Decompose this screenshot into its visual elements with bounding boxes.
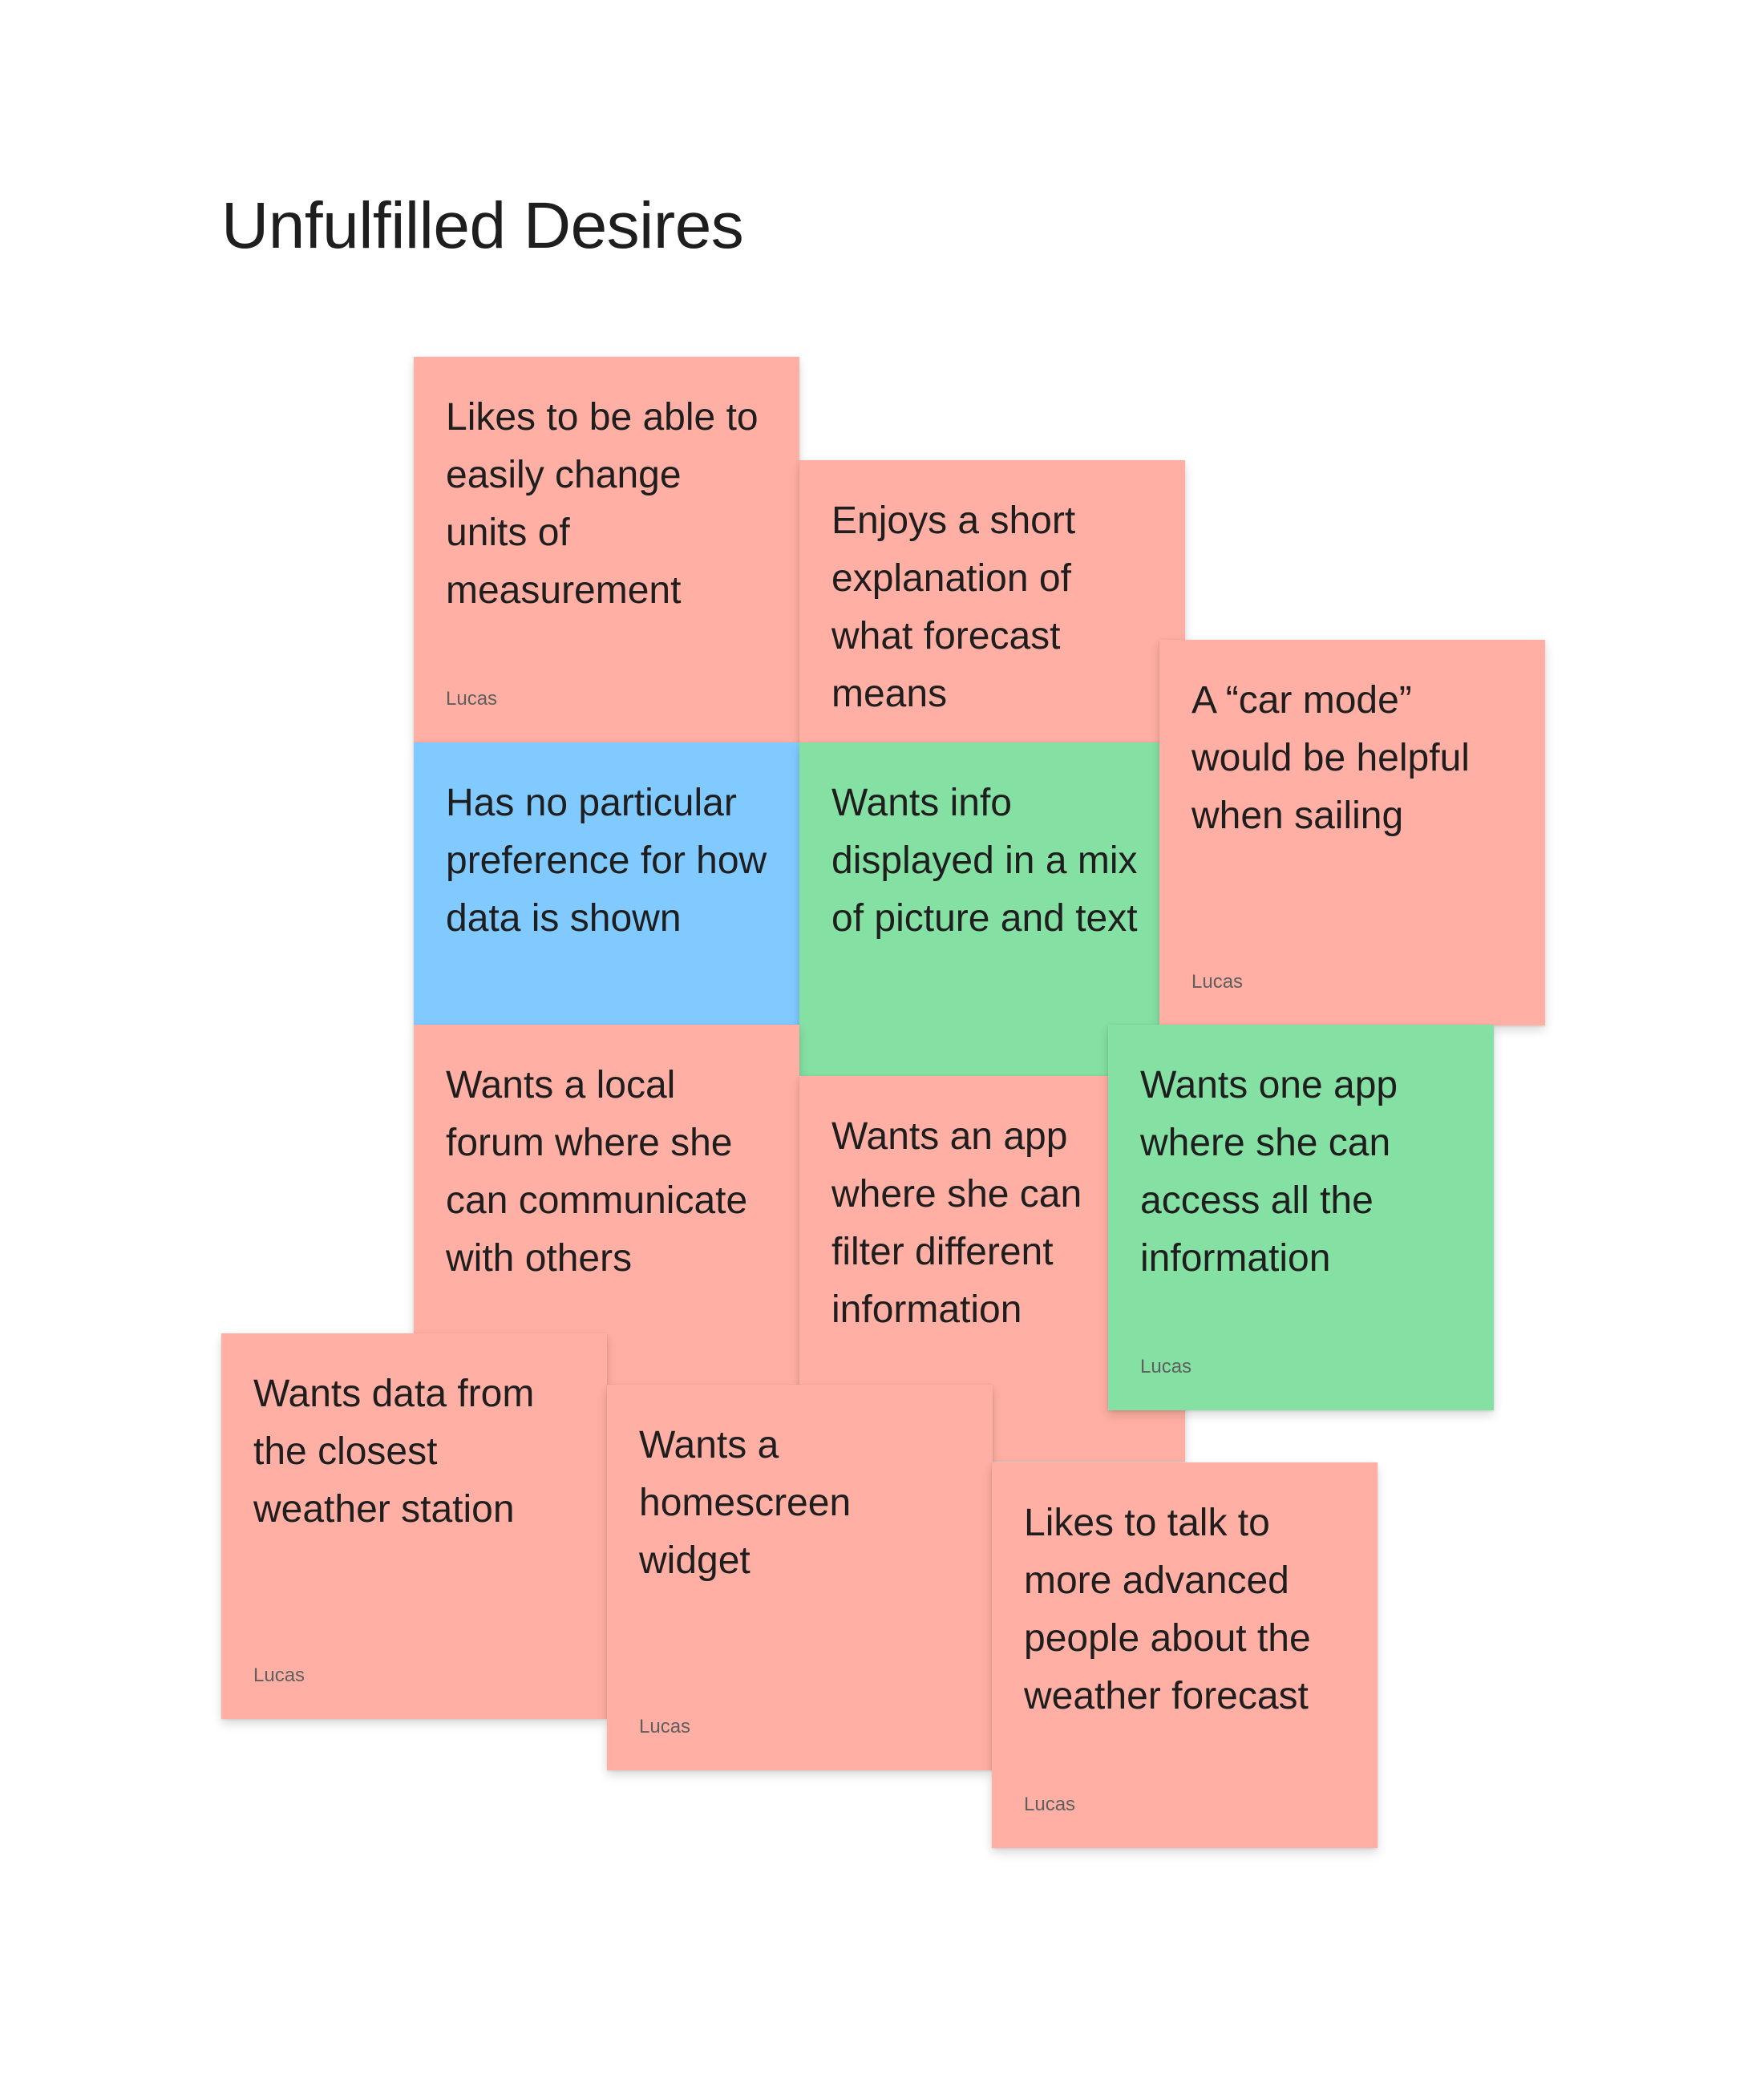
sticky-note-author: Lucas: [639, 1716, 691, 1737]
sticky-note-text: Wants info displayed in a mix of picture…: [831, 782, 1138, 940]
sticky-note-author: Lucas: [1024, 1794, 1076, 1815]
sticky-note-text: Wants a local forum where she can commun…: [446, 1064, 748, 1280]
sticky-note-text: Enjoys a short explanation of what forec…: [831, 500, 1076, 715]
sticky-note-one-app[interactable]: Wants one app where she can access all t…: [1108, 1025, 1494, 1410]
sticky-note-car-mode[interactable]: A “car mode” would be helpful when saili…: [1159, 640, 1545, 1025]
sticky-note-data-preference[interactable]: Has no particular preference for how dat…: [414, 742, 799, 1025]
sticky-note-closest-station[interactable]: Wants data from the closest weather stat…: [221, 1333, 607, 1719]
sticky-note-advanced-people[interactable]: Likes to talk to more advanced people ab…: [992, 1462, 1378, 1848]
sticky-note-text: Likes to talk to more advanced people ab…: [1024, 1502, 1311, 1717]
sticky-note-text: Has no particular preference for how dat…: [446, 782, 767, 940]
board-title: Unfulfilled Desires: [221, 189, 744, 262]
sticky-note-text: Likes to be able to easily change units …: [446, 396, 759, 612]
sticky-note-text: A “car mode” would be helpful when saili…: [1192, 679, 1470, 837]
sticky-note-text: Wants an app where she can filter differ…: [831, 1115, 1082, 1331]
sticky-note-author: Lucas: [253, 1664, 305, 1686]
sticky-note-picture-text[interactable]: Wants info displayed in a mix of picture…: [799, 742, 1185, 1076]
sticky-note-text: Wants one app where she can access all t…: [1140, 1064, 1398, 1280]
sticky-note-author: Lucas: [1140, 1356, 1192, 1377]
sticky-note-homescreen-widget[interactable]: Wants a homescreen widget Lucas: [607, 1385, 993, 1770]
sticky-note-author: Lucas: [446, 688, 498, 710]
sticky-note-text: Wants data from the closest weather stat…: [253, 1373, 535, 1531]
sticky-note-units[interactable]: Likes to be able to easily change units …: [414, 357, 799, 742]
sticky-note-author: Lucas: [1192, 971, 1244, 993]
sticky-note-text: Wants a homescreen widget: [639, 1424, 852, 1582]
